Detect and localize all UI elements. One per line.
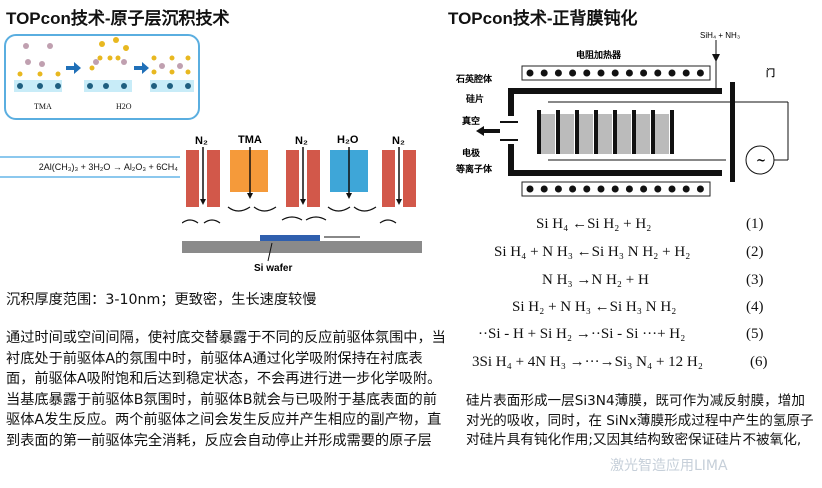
quartz-chamber-label: 石英腔体 <box>455 73 493 85</box>
n2-label-3: N₂ <box>392 135 405 147</box>
equation-number: (4) <box>746 299 764 315</box>
heater-coil-dot <box>569 69 577 77</box>
h2o-label: H₂O <box>337 134 359 146</box>
heater-coil-dot <box>682 185 690 193</box>
passivation-description: 硅片表面形成一层Si3N4薄膜，既可作为减反射膜，增加对光的吸收，同时，在 Si… <box>466 393 814 448</box>
plasma-label: 等离子体 <box>455 163 493 175</box>
electrode-label: 电极 <box>462 147 481 159</box>
h2o-step-label: H2O <box>116 102 132 111</box>
left-slide-title: TOPcon技术-原子层沉积技术 <box>6 9 230 28</box>
equation-expr: Si H₄ ←Si H₂ + H₂ <box>536 216 652 232</box>
electrode-plate <box>670 110 674 154</box>
plasma-region <box>541 114 555 154</box>
n2-label-1: N₂ <box>195 135 208 147</box>
heater-coil-dot <box>682 69 690 77</box>
equation-expr: Si H₂ + N H₃ ←Si H₃ N H₂ <box>512 299 677 315</box>
equation-number: (1) <box>746 216 764 232</box>
heater-coil-dot <box>540 185 548 193</box>
electrode-plate <box>651 110 655 154</box>
heater-coil-dot <box>611 185 619 193</box>
equation-number: (5) <box>746 326 764 342</box>
equation-expr: Si H₄ + N H₃ ←Si H₃ N H₂ + H₂ <box>494 244 691 260</box>
plasma-region <box>579 114 593 154</box>
ald-description: 通过时间或空间间隔，使衬底交替暴露于不同的反应前驱体氛围中，当衬底处于前驱体A的… <box>6 330 446 449</box>
plasma-region <box>636 114 650 154</box>
plasma-region <box>617 114 631 154</box>
heater-coil-dot <box>640 185 648 193</box>
si-wafer-label: Si wafer <box>254 263 292 272</box>
heater-coil-dot <box>625 69 633 77</box>
gas-inlet-label: SiH₄ + NH₃ <box>700 31 740 40</box>
equation-number: (2) <box>746 244 764 260</box>
equation-expr: N H₃ →N H₂ + H <box>542 272 649 288</box>
heater-coil-dot <box>554 69 562 77</box>
heater-coil-dot <box>583 69 591 77</box>
watermark: 激光智造应用LIMA <box>610 458 728 474</box>
heater-coil-dot <box>696 69 704 77</box>
electrode-plate <box>575 110 579 154</box>
ald-molecules-graphic <box>14 37 194 92</box>
heater-coil-dot <box>583 185 591 193</box>
electrode-plate <box>537 110 541 154</box>
electrode-plate <box>632 110 636 154</box>
heater-coil-dot <box>569 185 577 193</box>
deposition-summary: 沉积厚度范围：3-10nm；更致密，生长速度较慢 <box>6 292 317 308</box>
heater-coil-dot <box>611 69 619 77</box>
equation-number: (6) <box>750 354 768 370</box>
pecvd-reactor-diagram: SiH₄ + NH₃ 电阻加热器 门 石英腔体 硅片 真空 电极 等离子体 ~ <box>448 30 820 206</box>
heater-coil-dot <box>526 69 534 77</box>
vacuum-label: 真空 <box>462 115 480 127</box>
electrode-plate <box>556 110 560 154</box>
electrode-plate <box>613 110 617 154</box>
door-label: 门 <box>766 67 775 79</box>
tma-label: TMA <box>238 134 262 146</box>
heater-coil-dot <box>696 185 704 193</box>
spatial-ald-diagram: N₂ TMA N₂ H₂O N₂ Si wafer <box>181 127 422 274</box>
tma-step-label: TMA <box>34 102 52 111</box>
heater-coil-dot <box>668 69 676 77</box>
right-slide-title: TOPcon技术-正背膜钝化 <box>448 9 638 28</box>
ac-source-symbol: ~ <box>756 153 766 167</box>
heater-coil-dot <box>540 69 548 77</box>
heater-coil-dot <box>668 185 676 193</box>
equation-expr: 3Si H₄ + 4N H₃ →···→Si₃ N₄ + 12 H₂ <box>472 354 703 370</box>
heater-coil-dot <box>526 185 534 193</box>
ald-cycle-illustration: TMA H2O <box>4 34 200 120</box>
heater-coil-dot <box>597 185 605 193</box>
plasma-region <box>598 114 612 154</box>
heater-coil-dot <box>597 69 605 77</box>
heater-coil-dot <box>654 185 662 193</box>
wafer-label: 硅片 <box>466 93 484 105</box>
ald-reaction-equation: 2Al(CH₃)₃ + 3H₂O → Al₂O₃ + 6CH₄ <box>0 156 180 178</box>
n2-label-2: N₂ <box>295 135 308 147</box>
heater-coil-dot <box>640 69 648 77</box>
heater-coil-dot <box>654 69 662 77</box>
heater-label: 电阻加热器 <box>576 49 622 61</box>
equation-expr: ··Si - H + Si H₂ →··Si - Si ···+ H₂ <box>478 326 686 342</box>
heater-coil-dot <box>625 185 633 193</box>
equation-number: (3) <box>746 272 764 288</box>
plasma-region <box>560 114 574 154</box>
electrode-plate <box>594 110 598 154</box>
heater-coil-dot <box>554 185 562 193</box>
plasma-region <box>655 114 669 154</box>
